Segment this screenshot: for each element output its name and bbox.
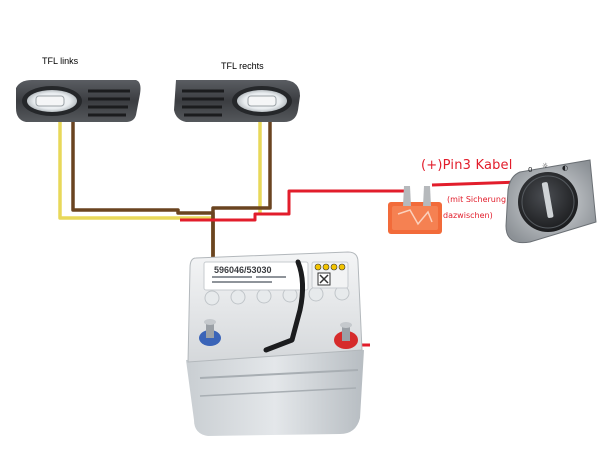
drl-left-label: TFL links [42,56,79,66]
svg-text:◐: ◐ [562,164,568,172]
drl-lamp-right-icon [174,80,300,122]
fuse-note-line1: (mit Sicherung [447,195,507,204]
wire-red-to-switch [431,180,519,187]
drl-lamp-left-icon [16,80,141,122]
svg-text:0: 0 [528,166,532,174]
inline-fuse-icon [388,186,442,234]
battery-model-label: 596046/53030 [214,265,272,275]
headlight-switch-icon: 0 ☼ ◐ [505,159,597,244]
car-battery-icon [186,251,364,436]
pin3-cable-label: (+)Pin3 Kabel [421,158,513,173]
fuse-note-line2: dazwischen) [443,211,493,220]
drl-right-label: TFL rechts [221,61,264,71]
svg-text:☼: ☼ [542,162,548,170]
wire-red-to-fuse [180,189,408,222]
